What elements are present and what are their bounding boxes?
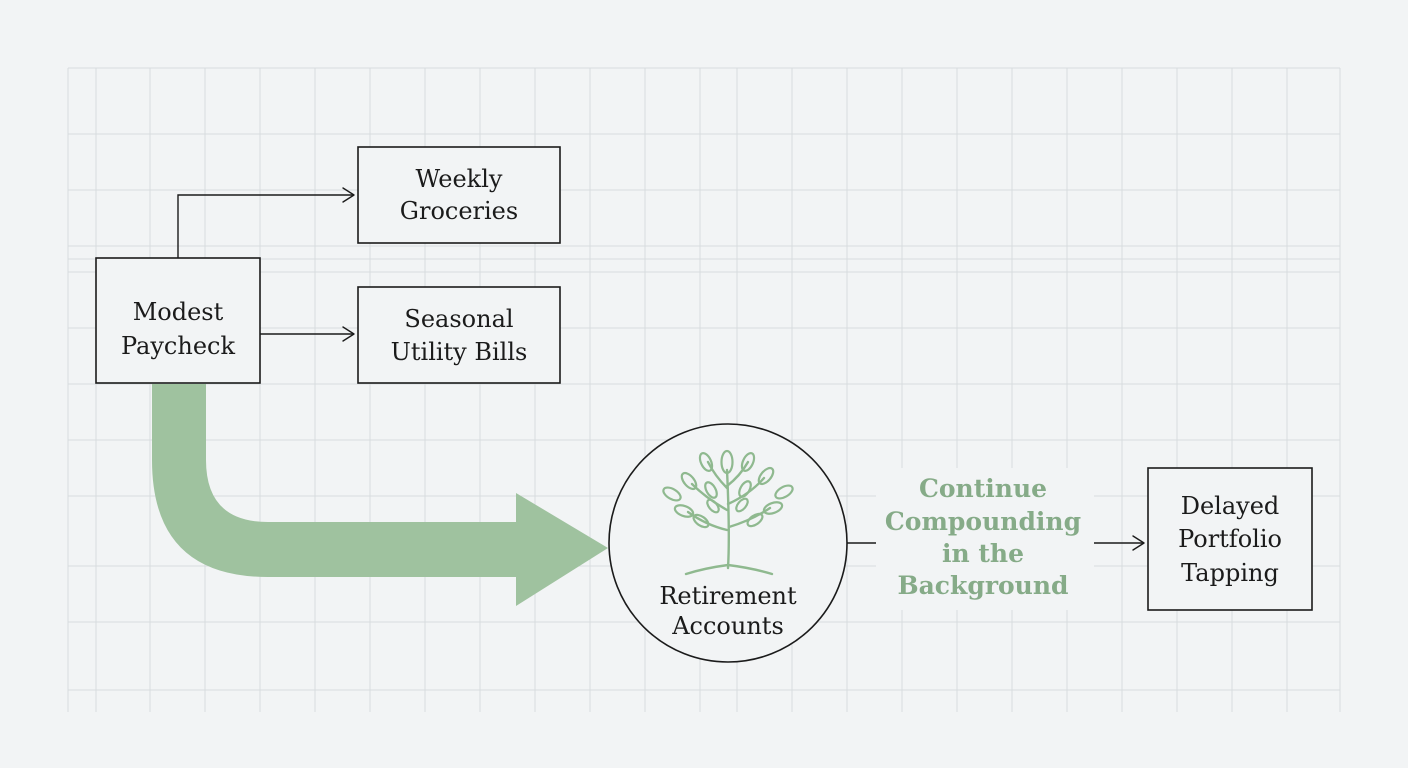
- utilities-node: Seasonal Utility Bills: [357, 286, 561, 384]
- groceries-label-line2: Groceries: [400, 197, 518, 225]
- portfolio-label-line2: Portfolio: [1178, 525, 1282, 553]
- retirement-label-line2: Accounts: [671, 612, 784, 640]
- savings-flow-arrow: [152, 384, 608, 606]
- groceries-label-line1: Weekly: [416, 165, 503, 193]
- retirement-node: Retirement Accounts: [608, 423, 848, 663]
- compounding-label-line1: Continue: [919, 474, 1047, 503]
- paycheck-node: Modest Paycheck: [95, 257, 261, 384]
- groceries-arrowhead: [342, 187, 355, 203]
- portfolio-label-line1: Delayed: [1181, 492, 1280, 520]
- compounding-label-line2: Compounding: [885, 507, 1081, 536]
- utilities-label-line2: Utility Bills: [391, 338, 528, 366]
- groceries-node: Weekly Groceries: [357, 146, 561, 244]
- utilities-label-line1: Seasonal: [404, 305, 513, 333]
- portfolio-node: Delayed Portfolio Tapping: [1147, 467, 1313, 611]
- portfolio-label-line3: Tapping: [1181, 559, 1279, 587]
- paycheck-label-line2: Paycheck: [121, 332, 235, 360]
- compounding-label-line3: in the: [942, 539, 1024, 568]
- tree-icon: [662, 449, 794, 576]
- paycheck-label-line1: Modest: [133, 298, 224, 326]
- retirement-label-line1: Retirement: [659, 582, 797, 610]
- utilities-arrowhead: [342, 326, 355, 342]
- compounding-label-line4: Background: [897, 571, 1068, 600]
- paycheck-to-groceries-connector: [177, 194, 354, 258]
- portfolio-arrowhead: [1132, 535, 1145, 551]
- compounding-label: Continue Compounding in the Background: [876, 468, 1094, 610]
